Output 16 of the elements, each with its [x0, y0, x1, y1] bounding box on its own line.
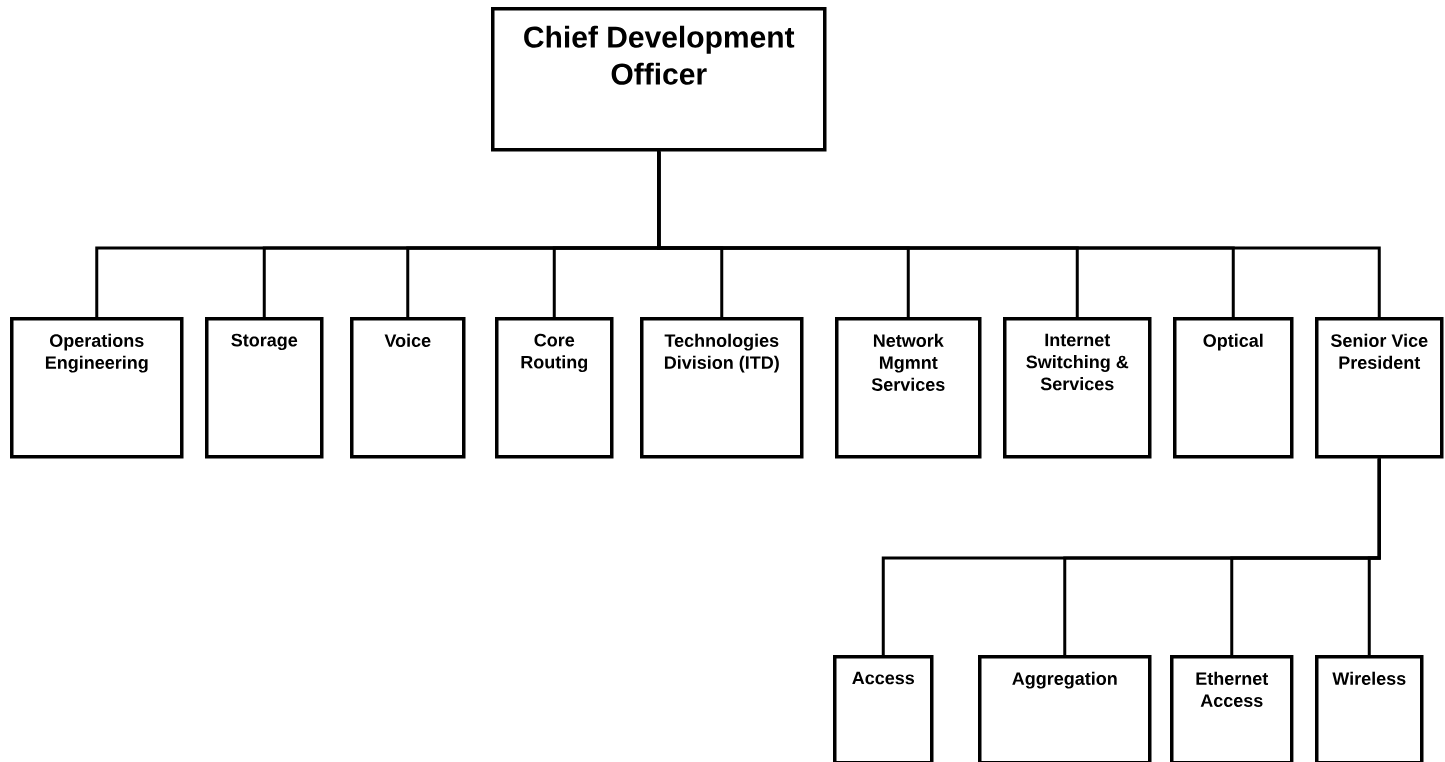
org-box: Internet Switching & Services — [1003, 317, 1152, 459]
org-box: Voice — [350, 317, 466, 459]
connector-line — [1367, 458, 1381, 655]
org-box: Optical — [1173, 317, 1294, 459]
org-box: Technologies Division (ITD) — [640, 317, 804, 459]
connector-line — [657, 151, 1381, 317]
org-box: Core Routing — [495, 317, 614, 459]
org-box: Ethernet Access — [1170, 655, 1294, 762]
org-box: Network Mgmnt Services — [835, 317, 982, 459]
org-box: Chief Development Officer — [491, 7, 827, 152]
org-box: Access — [833, 655, 934, 762]
org-box: Aggregation — [978, 655, 1152, 762]
org-box: Senior Vice President — [1315, 317, 1444, 459]
org-box: Storage — [205, 317, 324, 459]
org-box: Operations Engineering — [10, 317, 184, 459]
org-box: Wireless — [1315, 655, 1424, 762]
